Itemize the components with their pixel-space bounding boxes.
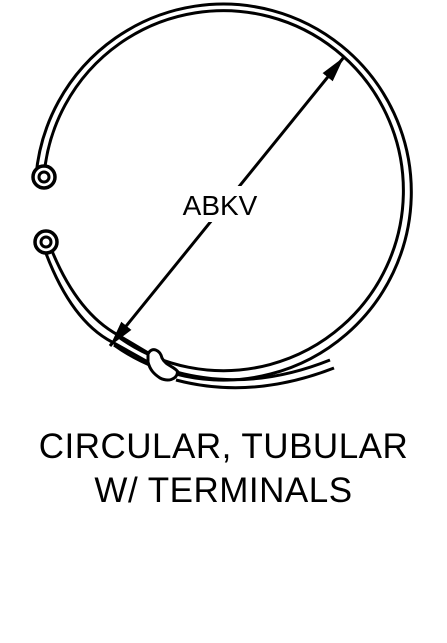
caption-line-1: CIRCULAR, TUBULAR	[38, 427, 409, 466]
tube-ring	[34, 2, 413, 382]
tube-inner-edge	[42, 9, 405, 373]
dimension-label: ABKV	[183, 190, 258, 221]
terminal-bottom	[33, 229, 59, 255]
tube-outer-edge	[34, 2, 413, 382]
caption-line-2: W/ TERMINALS	[94, 471, 353, 510]
dimension-label-background	[172, 186, 266, 222]
terminal-top	[31, 164, 57, 190]
part-caption: CIRCULAR, TUBULAR W/ TERMINALS	[0, 425, 447, 513]
